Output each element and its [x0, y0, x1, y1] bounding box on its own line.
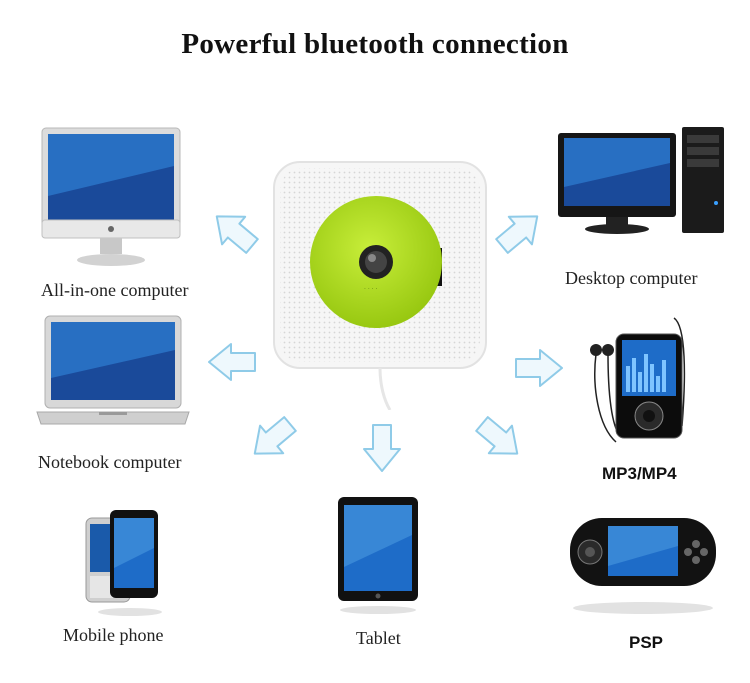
label-tablet: Tablet: [356, 628, 401, 648]
label-mobile: Mobile phone: [63, 625, 164, 645]
label-notebook: Notebook computer: [38, 452, 182, 472]
mp3-player-icon: [586, 316, 696, 452]
tablet-icon: [336, 495, 422, 615]
cd-player-icon: · · · ·: [272, 160, 488, 410]
psp-icon: [568, 512, 720, 620]
label-desktop: Desktop computer: [565, 268, 698, 288]
page-title: Powerful bluetooth connection: [181, 28, 569, 60]
label-mp3: MP3/MP4: [602, 464, 677, 483]
arrow-to-mp3: [515, 349, 563, 387]
all-in-one-computer-icon: [40, 126, 182, 268]
arrow-to-tablet: [363, 424, 401, 472]
arrow-to-all-in-one: [204, 201, 265, 261]
mobile-phone-icon: [84, 508, 164, 618]
laptop-icon: [35, 314, 191, 434]
arrow-to-mobile: [242, 409, 303, 469]
label-psp: PSP: [629, 633, 664, 652]
arrow-to-notebook: [208, 343, 256, 381]
arrow-to-desktop: [489, 201, 550, 261]
svg-text:· · · ·: · · · ·: [364, 286, 377, 293]
label-all-in-one: All-in-one computer: [41, 280, 189, 300]
arrow-to-psp: [469, 409, 530, 469]
desktop-computer-icon: [556, 125, 728, 239]
